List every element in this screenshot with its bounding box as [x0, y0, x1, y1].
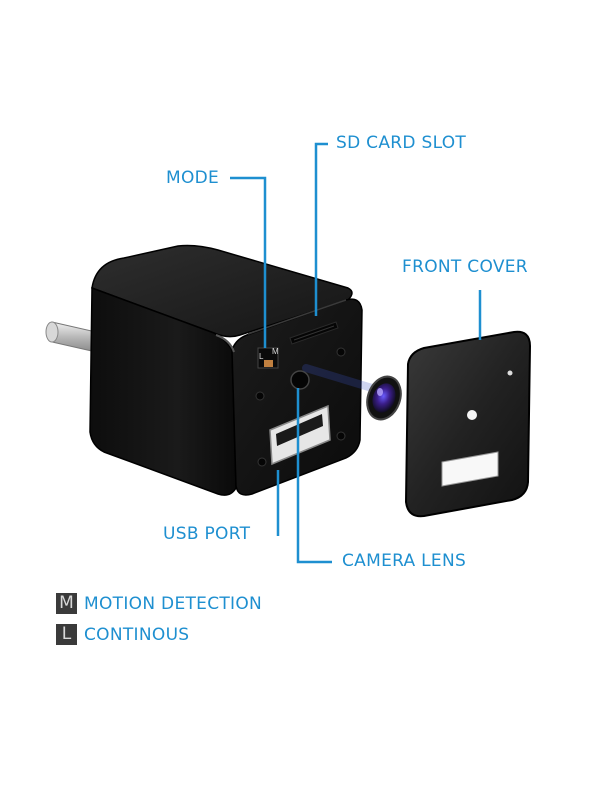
front-cover-panel: [404, 330, 532, 518]
camera-lens-label: CAMERA LENS: [342, 551, 467, 571]
usb-port-socket: [269, 404, 331, 466]
legend-key-l: L: [56, 624, 77, 645]
sd-card-slot-label: SD CARD SLOT: [336, 133, 467, 153]
camera-lens-leader: [296, 388, 332, 564]
legend-text-continous: CONTINOUS: [84, 624, 190, 645]
lens-hole: [290, 370, 310, 390]
plug-prong: [45, 321, 97, 353]
switch-label-left: L: [259, 352, 264, 361]
front-cover-label: FRONT COVER: [402, 257, 528, 277]
usb-port-label: USB PORT: [163, 524, 251, 544]
mode-label: MODE: [166, 168, 220, 188]
legend-row-motion: M MOTION DETECTION: [56, 593, 262, 614]
callout-leader-lines: [230, 142, 482, 564]
camera-charger-device: L M: [89, 244, 363, 496]
legend-row-continous: L CONTINOUS: [56, 624, 189, 645]
sd-card-slot-leader: [314, 142, 328, 316]
switch-label-right: M: [272, 347, 279, 356]
camera-lens-module: [302, 364, 402, 421]
legend-key-m: M: [56, 593, 77, 614]
mode-leader: [230, 176, 267, 348]
legend-text-motion-detection: MOTION DETECTION: [84, 593, 263, 614]
mode-switch: L M: [257, 347, 279, 369]
